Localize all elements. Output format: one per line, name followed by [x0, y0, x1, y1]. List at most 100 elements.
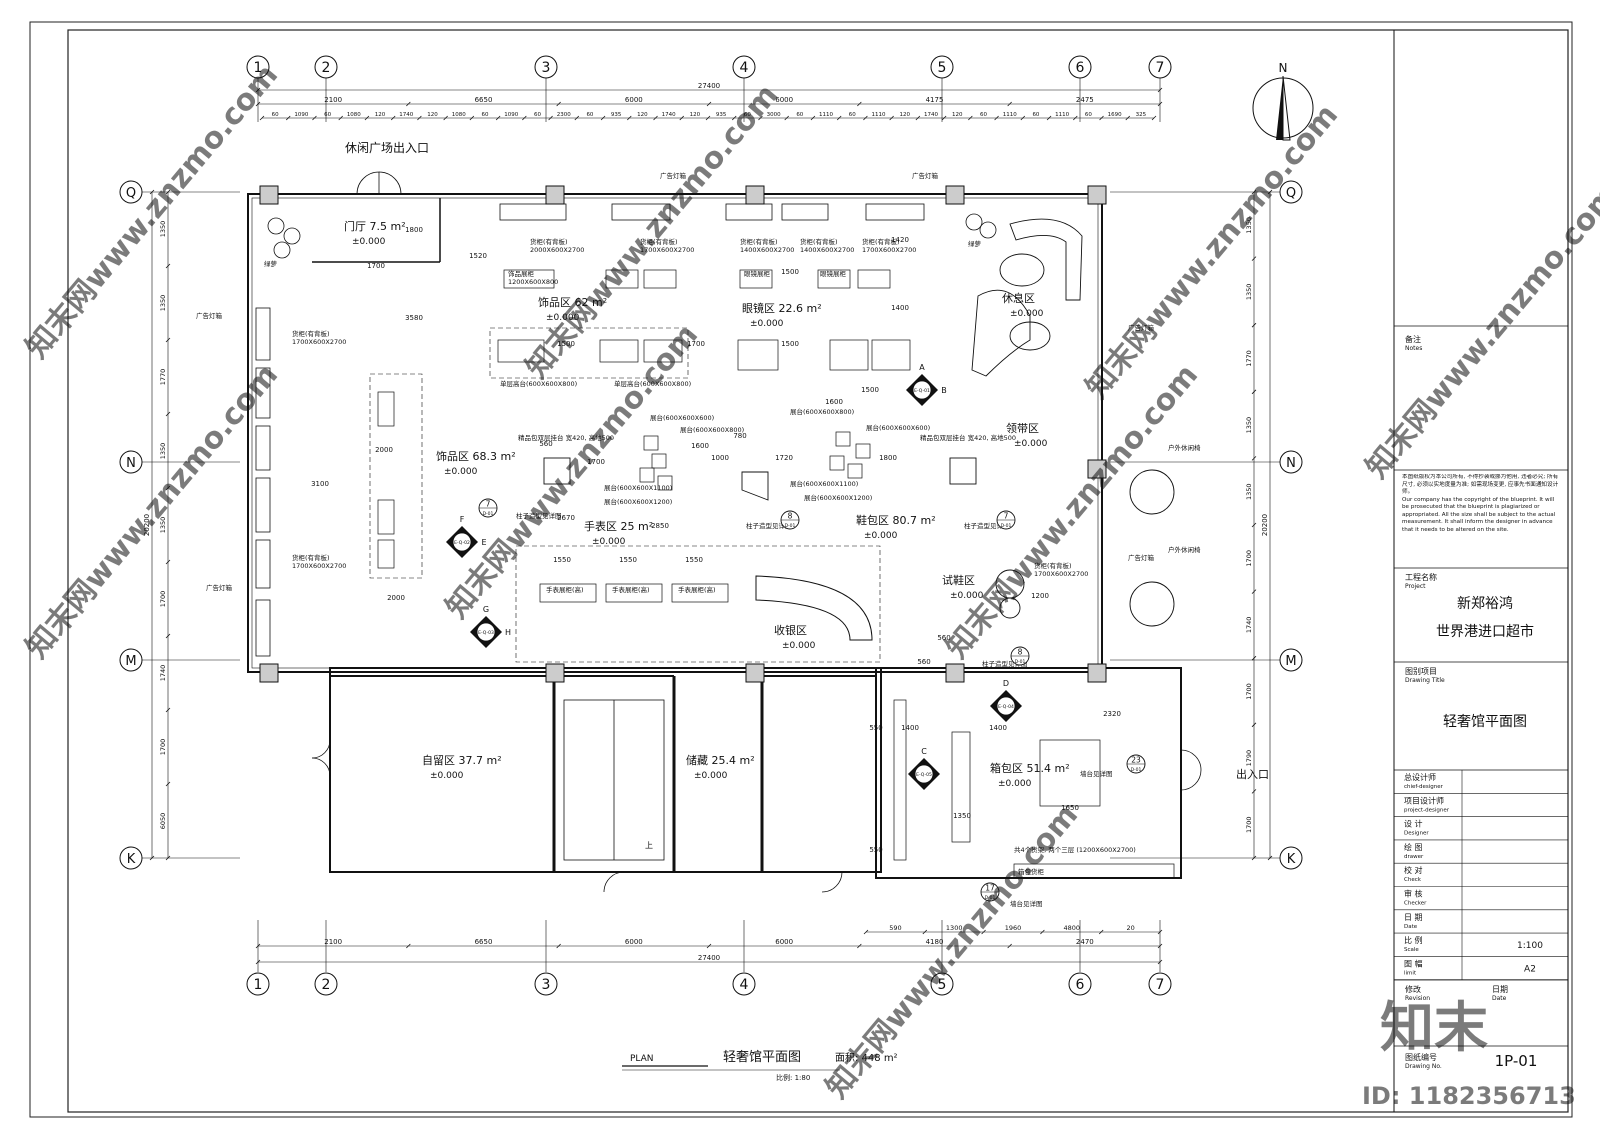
- watermark-text: 知末网www.znzmo.com: [519, 78, 785, 385]
- inner-dimension: 1400: [891, 304, 909, 312]
- cabinet-label: 货柜(有背板): [640, 237, 678, 246]
- revision-label-en: Revision: [1405, 995, 1430, 1002]
- dimension-detail: 3000: [767, 112, 781, 118]
- watermark-text: 知末网www.znzmo.com: [819, 798, 1085, 1105]
- dimension-segment: 2475: [1076, 96, 1094, 104]
- dimension-tick: [522, 115, 527, 121]
- dimension-segment: 1740: [1245, 617, 1253, 634]
- zone-name: 手表区 25 m²: [584, 519, 653, 533]
- grid-bubble: [119, 450, 143, 474]
- bag-shelf-label: 箱包货柜: [1018, 867, 1045, 876]
- inner-dimension: 550: [869, 846, 882, 854]
- dimension-tick: [758, 115, 763, 121]
- date-label: 日期: [1492, 985, 1508, 994]
- cabinet-label: 货柜(有背板): [800, 237, 838, 246]
- dimension-tick: [784, 115, 789, 121]
- grid-column-label: 6: [1076, 977, 1085, 993]
- dimension-segment: 1770: [1245, 350, 1253, 367]
- callout-code: D-01: [1131, 767, 1142, 773]
- grid-bubble: [1148, 55, 1172, 79]
- dimension-tick: [1157, 101, 1163, 107]
- watermark-logo: 知末: [1380, 996, 1488, 1059]
- dimension-detail: 1080: [347, 112, 361, 118]
- title-row-label-en: chief-designer: [1404, 784, 1444, 790]
- zone-level: ±0.000: [444, 467, 478, 477]
- dimension-tick: [364, 115, 370, 121]
- cabinet-label: 货柜(有背板): [1034, 561, 1072, 570]
- dimension-segment: 6000: [625, 938, 643, 946]
- title-block: 备注 Notes 本图纸版权为本公司所有, 不得抄袭或挪为他用, 违者必究; 所…: [1393, 30, 1568, 1112]
- dimension-tick: [1251, 722, 1257, 728]
- dimension-tick: [915, 115, 921, 121]
- zone-name: 门厅 7.5 m²: [344, 219, 406, 233]
- dimension-detail: 60: [586, 112, 593, 118]
- cabinet-label: 货柜(有背板): [862, 237, 900, 246]
- project-name-line1: 新郑裕鸿: [1457, 595, 1513, 612]
- title-row-label: 设 计: [1404, 819, 1423, 829]
- display-table-label: 展台(600X600X600): [866, 423, 930, 432]
- dimension-tick: [165, 411, 171, 417]
- dimension-tick: [653, 115, 658, 121]
- title-row-label: 比 例: [1404, 935, 1423, 945]
- dimension-tick: [165, 337, 171, 343]
- dimension-tick: [165, 707, 171, 713]
- section-code: E-Q-04: [998, 704, 1014, 710]
- dimension-total: 27400: [698, 954, 720, 962]
- cabinet-label: 货柜(有背板): [740, 237, 778, 246]
- section-circle: [476, 622, 496, 642]
- dimension-segment: 1700: [1245, 550, 1253, 567]
- dimension-tick: [1046, 115, 1052, 121]
- callout-number: 23: [1131, 756, 1141, 765]
- double-shelf-label: 精品包双层挂台 宽420, 高地500: [920, 433, 1016, 442]
- callout-number: 8: [788, 512, 793, 521]
- dimension-segment: 6050: [159, 813, 167, 830]
- dimension-detail: 60: [272, 112, 279, 118]
- title-block-rows: 总设计师chief-designer项目设计师project-designer设…: [1394, 770, 1568, 981]
- dimension-tick: [1157, 87, 1163, 93]
- date-label-en: Date: [1492, 995, 1507, 1002]
- zone-name: 自留区 37.7 m²: [422, 754, 502, 767]
- title-row-label: 图 幅: [1404, 958, 1423, 968]
- callout-number: 8: [1018, 648, 1023, 657]
- grid-row-label: N: [126, 456, 136, 471]
- inner-dimension: 1500: [557, 340, 575, 348]
- dimension-detail: 120: [637, 112, 648, 118]
- zone-name: 休息区: [1002, 291, 1035, 305]
- zone-level: ±0.000: [1014, 439, 1048, 449]
- dimension-tick: [1099, 115, 1104, 121]
- inner-dimension: 3580: [405, 314, 423, 322]
- grid-bubble: [534, 972, 558, 996]
- inner-dimension: 2670: [557, 514, 575, 522]
- dimension-tick: [1251, 855, 1257, 861]
- inner-dimension: 3100: [311, 480, 329, 488]
- title-row-label-en: project-designer: [1404, 807, 1450, 813]
- cabinet-size: 1700X600X2700: [292, 338, 346, 346]
- dimension-tick: [406, 101, 411, 107]
- cabinet-label: 货柜(有背板): [530, 237, 568, 246]
- glasses-shelf-label: 眼镜展柜: [820, 269, 847, 278]
- dimension-segment: 1350: [159, 221, 167, 238]
- dimension-tick: [574, 115, 580, 121]
- dimension-tick: [1157, 929, 1163, 935]
- column-note: 柱子造型见详图: [982, 659, 1028, 668]
- grid-column-label: 3: [542, 977, 551, 993]
- dimension-detail: 60: [324, 112, 331, 118]
- grid-column-label: 4: [740, 60, 749, 76]
- title-row-label: 校 对: [1404, 865, 1423, 875]
- dimension-tick: [255, 943, 261, 949]
- zone-level: ±0.000: [694, 771, 728, 781]
- grid-column-label: 5: [938, 977, 947, 993]
- light-box-label: 广告灯箱: [1128, 553, 1155, 562]
- inner-dimension: 2000: [375, 446, 393, 454]
- plant-label: 绿萝: [968, 239, 982, 248]
- inner-dimension: 1700: [687, 340, 705, 348]
- dimension-tick: [1157, 943, 1163, 949]
- callout-code: D-01: [483, 511, 494, 517]
- grid-bubble: [1279, 180, 1303, 204]
- dimension-tick: [1125, 115, 1131, 121]
- exit-label: 出入口: [1236, 767, 1269, 781]
- dimension-segment: 1350: [159, 443, 167, 460]
- glasses-shelf-label: 眼镜展柜: [744, 269, 771, 278]
- dimension-detail: 1110: [1055, 112, 1069, 118]
